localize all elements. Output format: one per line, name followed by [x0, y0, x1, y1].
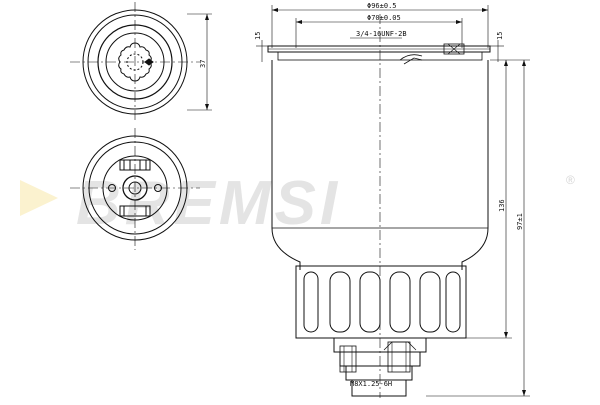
dim-outer-diameter: Φ96±0.5 — [367, 2, 397, 10]
dim-overall-height: 136 — [498, 199, 506, 212]
registered-mark: ® — [566, 173, 575, 187]
dim-thread: 3/4-16UNF-2B — [356, 30, 407, 38]
watermark-arrow-shape — [20, 180, 58, 216]
bottom-view — [70, 128, 200, 250]
watermark-text: BREMSI — [76, 169, 341, 238]
top-view — [70, 2, 212, 122]
rib-slots — [303, 271, 461, 333]
watermark: BREMSI ® — [20, 169, 575, 238]
dim-lip-left: 15 — [254, 32, 262, 40]
dim-inner-diameter: Φ70±0.05 — [367, 14, 401, 22]
side-view — [256, 5, 530, 398]
dim-top-view-depth: 37 — [199, 60, 207, 68]
dim-lip-right: 15 — [496, 32, 504, 40]
dim-drain-thread: M8X1.25-6H — [350, 380, 392, 388]
dim-body-height: 97±1 — [516, 213, 524, 230]
